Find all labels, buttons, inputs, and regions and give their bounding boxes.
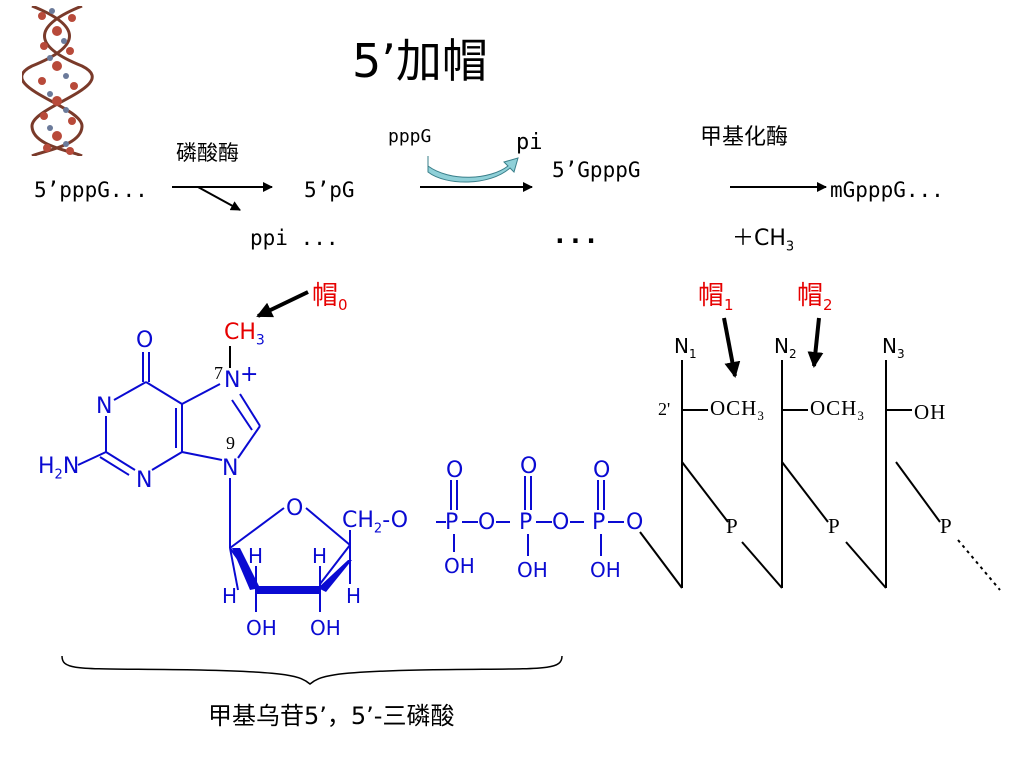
chain-n1-label: N1 bbox=[674, 334, 697, 361]
carbonyl-o-label: O bbox=[136, 328, 154, 353]
cap0-arrow bbox=[256, 290, 309, 318]
chain-n3-label: N3 bbox=[882, 334, 905, 361]
phosphate1-oh: OH bbox=[444, 554, 475, 578]
oh-n3: OH bbox=[914, 400, 947, 424]
bridge-o2: O bbox=[552, 510, 570, 535]
ribose-oh2: OH bbox=[310, 616, 341, 640]
amino-group-label: H2N bbox=[38, 454, 80, 483]
n1-label: N bbox=[96, 394, 113, 419]
n7-number: 7 bbox=[214, 363, 223, 383]
n7-label: N bbox=[224, 368, 241, 393]
ribose-h4: H bbox=[346, 584, 362, 608]
phosphate2-o: O bbox=[520, 454, 538, 479]
ribose-o-label: O bbox=[286, 496, 304, 521]
position-2-prime: 2' bbox=[658, 399, 671, 419]
cap1-label: 帽1 bbox=[698, 281, 734, 315]
arrow-ppi-branch bbox=[197, 186, 241, 211]
gpppg-continuation-label: ... bbox=[552, 220, 599, 250]
chain-phosphate-1: P bbox=[726, 514, 738, 538]
bridge-o1: O bbox=[478, 510, 496, 535]
chain-phosphate-3: P bbox=[940, 514, 952, 538]
n3-label: N bbox=[136, 468, 153, 493]
curved-cofactor-arrow bbox=[427, 156, 519, 183]
phosphate3-o: O bbox=[593, 458, 611, 483]
methyl-group-label: CH3 bbox=[224, 320, 265, 349]
ribose-h3: H bbox=[222, 584, 238, 608]
n9-label: N bbox=[222, 456, 239, 481]
phosphate1-o: O bbox=[446, 458, 464, 483]
product-pg-label: 5’pG bbox=[304, 178, 355, 202]
ch2-label: CH2-O bbox=[342, 508, 409, 537]
reactant-label: 5’pppG... bbox=[34, 178, 148, 202]
guanine-bonds bbox=[77, 352, 624, 612]
dna-helix-image bbox=[22, 6, 94, 156]
ppi-byproduct-label: ppi ... bbox=[250, 226, 339, 250]
chain-phosphate-2: P bbox=[828, 514, 840, 538]
phosphate3-oh: OH bbox=[590, 558, 621, 582]
cap1-arrow bbox=[722, 317, 741, 378]
och3-cap2: OCH3 bbox=[810, 396, 865, 424]
ribose-h2: H bbox=[312, 544, 328, 568]
phosphate3-p: P bbox=[592, 510, 606, 535]
phosphate2-p: P bbox=[519, 510, 533, 535]
bridge-o3: O bbox=[626, 510, 644, 535]
methylase-label: 甲基化酶 bbox=[700, 125, 789, 150]
chain-n2-label: N2 bbox=[774, 334, 797, 361]
methyl-release-label: ＋CH3 bbox=[732, 226, 795, 255]
gpppg-product-label: 5’GpppG bbox=[552, 158, 641, 182]
ribose-h1: H bbox=[248, 544, 264, 568]
caption: 甲基乌苷5’，5’-三磷酸 bbox=[208, 702, 455, 730]
phosphate1-p: P bbox=[445, 510, 459, 535]
cap2-label: 帽2 bbox=[797, 281, 833, 315]
phosphate2-oh: OH bbox=[517, 558, 548, 582]
n9-number: 9 bbox=[226, 433, 235, 453]
ribose-oh1: OH bbox=[246, 616, 277, 640]
phosphatase-label: 磷酸酶 bbox=[176, 141, 239, 165]
pppg-cofactor-label: pppG bbox=[388, 126, 432, 147]
och3-cap1: OCH3 bbox=[710, 396, 765, 424]
mgpppg-product-label: mGpppG... bbox=[830, 178, 944, 202]
positive-charge: + bbox=[240, 362, 259, 387]
cap0-label: 帽0 bbox=[312, 281, 348, 315]
page-title: 5’加帽 bbox=[352, 34, 488, 88]
rna-chain bbox=[639, 360, 941, 589]
cap2-arrow bbox=[807, 317, 824, 368]
brace bbox=[61, 655, 563, 685]
pi-released-label: pi bbox=[516, 130, 543, 155]
